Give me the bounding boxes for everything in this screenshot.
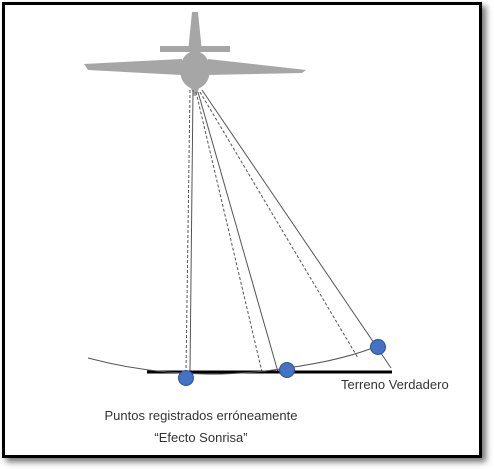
erroneous-points	[178, 339, 386, 386]
figure-frame	[2, 2, 482, 458]
smile-curve	[87, 344, 381, 375]
ray-3-dashed	[199, 91, 359, 359]
airplane-icon	[84, 12, 306, 96]
scan-rays	[185, 89, 392, 373]
caption-line-2: “Efecto Sonrisa”	[154, 430, 247, 445]
point-nadir	[178, 370, 194, 386]
ray-3-solid	[201, 89, 392, 369]
terrain-label: Terreno Verdadero	[341, 377, 449, 392]
point-edge	[370, 339, 386, 355]
ray-nadir	[185, 89, 191, 373]
ray-2-dashed	[195, 91, 263, 373]
ray-nadir-solid	[189, 89, 194, 373]
ray-2-solid	[197, 91, 279, 373]
point-middle	[279, 362, 295, 378]
caption-line-1: Puntos registrados erróneamente	[105, 408, 298, 423]
